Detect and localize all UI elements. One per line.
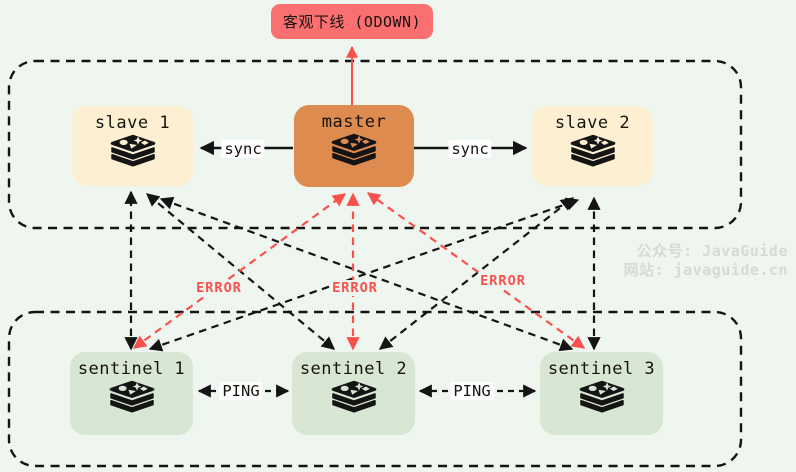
node-master: master <box>294 105 414 187</box>
error-label-2: ERROR <box>330 280 380 296</box>
odown-label: 客观下线 (ODOWN) <box>282 13 422 31</box>
node-slave1-label: slave 1 <box>94 113 171 133</box>
node-slave2-label: slave 2 <box>554 113 631 133</box>
node-sentinel2-label: sentinel 2 <box>299 359 408 379</box>
ping-label-2: PING <box>450 382 494 400</box>
error-label-3: ERROR <box>478 273 528 289</box>
redis-icon <box>109 380 155 416</box>
node-sentinel3-label: sentinel 3 <box>547 359 656 379</box>
sync-label-left: sync <box>221 140 265 158</box>
node-master-label: master <box>321 112 387 132</box>
sync-label-right: sync <box>448 140 492 158</box>
edge-sentinel1-master-error <box>132 193 347 349</box>
node-slave1: slave 1 <box>72 106 193 186</box>
redis-icon <box>570 134 616 170</box>
node-sentinel2: sentinel 2 <box>292 352 415 435</box>
node-sentinel1-label: sentinel 1 <box>77 359 186 379</box>
redis-icon <box>579 380 625 416</box>
sentinel-group-outline <box>7 310 743 468</box>
node-slave2: slave 2 <box>532 106 653 186</box>
redis-icon <box>331 380 377 416</box>
watermark-line1: 公众号: JavaGuide <box>636 242 788 260</box>
ping-label-1: PING <box>219 382 263 400</box>
edge-sentinel2-slave2 <box>378 197 575 350</box>
watermark-line2: 网站: javaguide.cn <box>623 260 788 279</box>
redis-icon <box>331 133 377 169</box>
watermark: 公众号: JavaGuide 网站: javaguide.cn <box>624 242 788 280</box>
node-sentinel1: sentinel 1 <box>70 352 193 435</box>
edge-sentinel3-master-error <box>366 192 586 349</box>
node-sentinel3: sentinel 3 <box>540 352 663 435</box>
odown-box: 客观下线 (ODOWN) <box>271 4 433 39</box>
error-label-1: ERROR <box>194 280 244 296</box>
redis-icon <box>110 134 156 170</box>
